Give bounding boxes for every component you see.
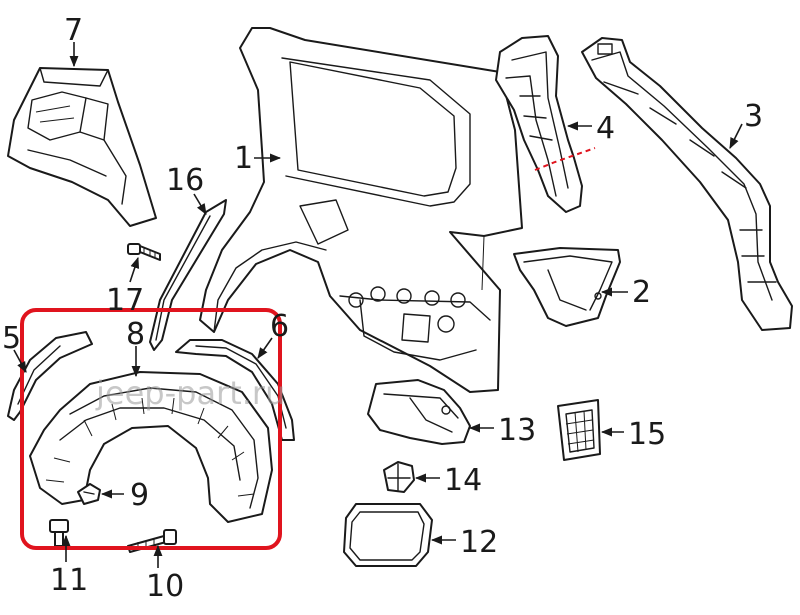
- callout-1: 1: [234, 141, 253, 176]
- callout-9: 9: [130, 478, 149, 513]
- callout-17: 17: [106, 283, 144, 318]
- callout-4: 4: [596, 111, 615, 146]
- part-14-clip[interactable]: [383, 461, 415, 493]
- callout-labels: 7 1 2 3 4 5 6 8 9 10 11 12 13 14 15 16 1…: [2, 13, 763, 604]
- part-8-wheelhouse-liner[interactable]: [29, 371, 273, 523]
- highlight-frame: [20, 308, 282, 550]
- callout-7: 7: [64, 13, 83, 48]
- callout-13: 13: [498, 413, 536, 448]
- part-16-trim-strip[interactable]: [149, 199, 227, 351]
- callout-6: 6: [270, 309, 289, 344]
- callout-15: 15: [628, 417, 666, 452]
- callout-11: 11: [50, 563, 88, 598]
- callout-8: 8: [126, 317, 145, 352]
- part-2-bracket[interactable]: [513, 247, 621, 327]
- part-13-bracket[interactable]: [367, 379, 471, 445]
- part-9-push-clip[interactable]: [77, 483, 101, 505]
- part-15-air-vent[interactable]: [557, 399, 601, 461]
- callout-3: 3: [744, 99, 763, 134]
- callout-2: 2: [632, 275, 651, 310]
- callout-10: 10: [146, 569, 184, 604]
- part-3-d-pillar-rail[interactable]: [581, 37, 793, 331]
- leader-lines: [13, 42, 743, 568]
- callout-5: 5: [2, 321, 21, 356]
- part-7-inner-quarter-panel[interactable]: [7, 67, 157, 227]
- watermark-text: jeep-part.ru: [95, 374, 285, 412]
- callout-14: 14: [444, 463, 482, 498]
- part-1-quarter-panel[interactable]: [199, 27, 523, 393]
- part-17-bolt[interactable]: [127, 243, 161, 261]
- callout-12: 12: [460, 525, 498, 560]
- part-4-pillar-reinforcement[interactable]: [495, 35, 596, 213]
- part-12-fuel-door[interactable]: [343, 503, 433, 567]
- callout-16: 16: [166, 163, 204, 198]
